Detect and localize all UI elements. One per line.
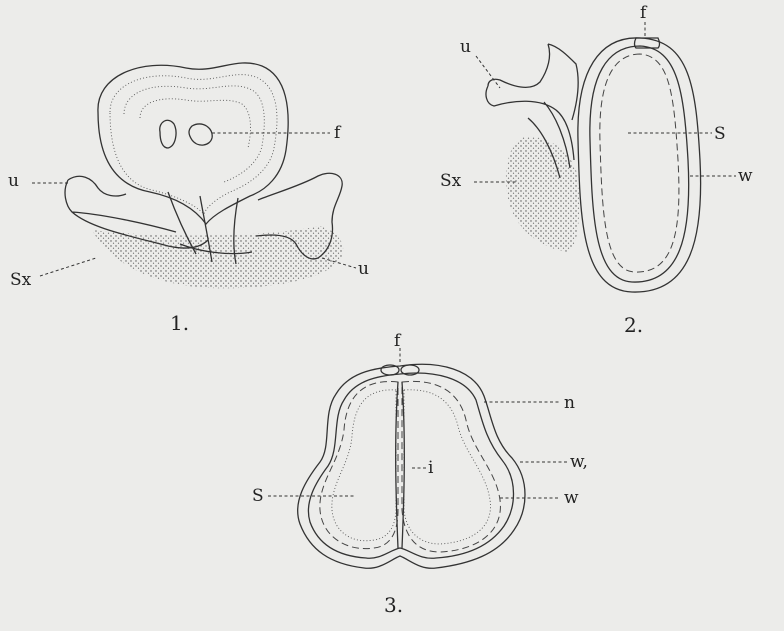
fig2-number: 2. (624, 313, 643, 337)
fig2-stippled-mass (506, 137, 579, 252)
fig1-foramen-left (160, 120, 176, 148)
figure-1: f u u Sx 1. (8, 63, 369, 335)
fig2-label-sx: Sx (440, 171, 462, 191)
fig1-label-f: f (334, 123, 342, 143)
fig2-label-s: S (714, 124, 726, 144)
fig2-label-f: f (640, 3, 648, 23)
fig1-label-u-right: u (358, 259, 369, 279)
fig1-foramen-right (189, 124, 212, 145)
fig1-label-u-left: u (8, 171, 19, 191)
fig3-label-i: i (428, 458, 434, 478)
fig2-label-u: u (460, 37, 471, 57)
fig3-label-f: f (394, 331, 402, 351)
fig1-stippled-base (92, 226, 343, 288)
fig3-division (396, 382, 405, 548)
fig2-label-w: w (738, 166, 753, 186)
fig3-label-w1: w, (570, 452, 588, 472)
figure-2: f u S Sx w 2. (440, 3, 753, 337)
fig3-number: 3. (384, 593, 403, 617)
fig1-label-sx: Sx (10, 270, 32, 290)
figure-3: f n i w, S w 3. (252, 331, 588, 617)
fig1-number: 1. (170, 311, 189, 335)
fig3-label-s: S (252, 486, 264, 506)
fig3-label-n: n (564, 393, 575, 413)
fig3-label-w: w (564, 488, 579, 508)
fig2-seed-outer (578, 38, 701, 292)
fig3-seed-inner (308, 373, 513, 558)
fig2-seed-inner (590, 46, 689, 282)
